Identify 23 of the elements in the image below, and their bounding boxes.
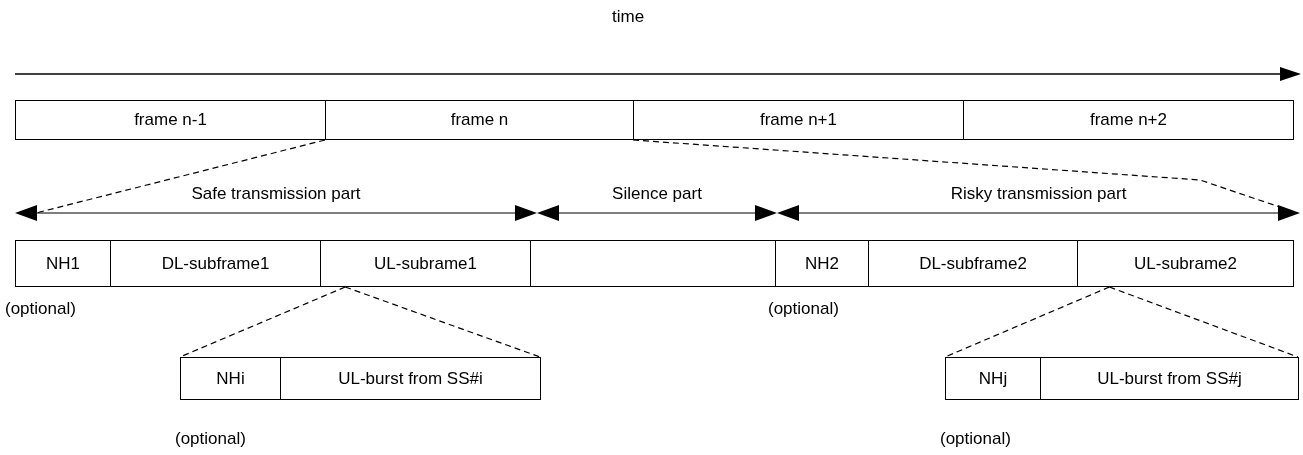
frame-box: NHj [945,357,1041,400]
expansion-line [344,286,541,358]
expansion-line [944,286,1110,358]
note-text: (optional) [768,298,839,320]
axis-label: time [612,6,645,28]
empty-box [530,240,776,287]
note-text: (optional) [5,298,76,320]
expansion-line [1108,286,1299,358]
frame-box: frame n+1 [633,100,964,140]
frame-box: frame n-1 [15,100,326,140]
note-text: (optional) [175,428,246,450]
note-text: (optional) [940,428,1011,450]
frame-box: UL-burst from SS#j [1040,357,1299,400]
frame-box: frame n+2 [963,100,1294,140]
frame-box: UL-burst from SS#i [280,357,541,400]
frame-box: UL-subrame1 [320,240,531,287]
frame-box: NHi [180,357,281,400]
frame-box: NH1 [15,240,111,287]
frame-box: frame n [325,100,634,140]
frame-box: NH2 [775,240,869,287]
frame-box: DL-subframe2 [868,240,1078,287]
frame-box: DL-subframe1 [110,240,321,287]
frame-box: UL-subrame2 [1077,240,1294,287]
